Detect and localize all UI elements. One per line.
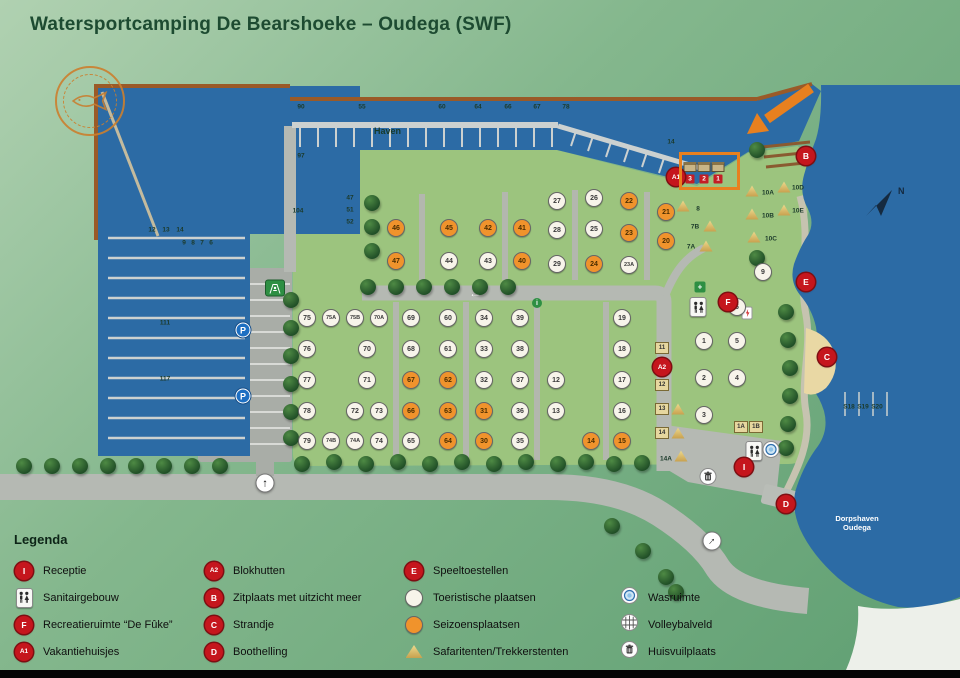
legend-item-label: Boothelling: [233, 645, 288, 658]
legend-item-label: Sanitairgebouw: [43, 591, 119, 604]
legend-icon-cell: F: [14, 615, 34, 634]
badge-A2: A2: [205, 561, 223, 580]
badge-D: D: [205, 642, 223, 661]
legend-item: B Zitplaats met uitzicht meer: [204, 584, 404, 611]
trash-icon: [620, 640, 638, 663]
camp-loop-road: [362, 285, 672, 471]
legend-item: Volleybalveld: [619, 611, 716, 638]
legend-item-label: Toeristische plaatsen: [433, 591, 536, 604]
laundry-icon: [620, 586, 638, 609]
logo-fish-icon: [63, 74, 117, 128]
dorpshaven-line1: Dorpshaven: [835, 514, 879, 523]
legend-item: Wasruimte: [619, 584, 716, 611]
legend-icon-cell: [404, 645, 424, 658]
legend-icon-cell: [619, 640, 639, 663]
legend-icon-cell: E: [404, 561, 424, 580]
legend-item-label: Vakantiehuisjes: [43, 645, 120, 658]
legend-item-label: Zitplaats met uitzicht meer: [233, 591, 362, 604]
badge-A1: A1: [15, 642, 33, 661]
legend-icon-cell: [404, 588, 424, 607]
legend-icon-cell: I: [14, 561, 34, 580]
legend-item: D Boothelling: [204, 638, 404, 665]
north-label: N: [898, 186, 905, 196]
legend-title: Legenda: [14, 532, 68, 547]
legend-icon-cell: [619, 613, 639, 636]
legend-item: F Recreatieruimte “De Fûke”: [14, 611, 204, 638]
volleyball-icon: [620, 613, 638, 636]
bottom-bar: [0, 670, 960, 678]
legend-item: I Receptie: [14, 557, 204, 584]
legend-icon-cell: [14, 587, 34, 608]
badge-C: C: [205, 615, 223, 634]
dock-walkway: [284, 126, 296, 272]
page-title: Watersportcamping De Bearshoeke – Oudega…: [30, 14, 512, 35]
badge-F: F: [15, 615, 33, 634]
legend-item-label: Seizoensplaatsen: [433, 618, 520, 631]
strip-paths: [393, 190, 650, 460]
legend-item: A2 Blokhutten: [204, 557, 404, 584]
highlight-box: [679, 152, 740, 190]
camp-field: [293, 146, 812, 466]
badge-E: E: [405, 561, 423, 580]
legend-item-label: Strandje: [233, 618, 274, 631]
legend-item: E Speeltoestellen: [404, 557, 619, 584]
top-harbor-water: [290, 84, 821, 184]
legend-icon-cell: [619, 586, 639, 609]
north-arrow-icon: N: [862, 186, 905, 220]
dorpshaven-label: Dorpshaven Oudega: [820, 514, 894, 533]
legend-item: Huisvuilplaats: [619, 638, 716, 665]
dorpshaven-line2: Oudega: [843, 523, 871, 533]
legend-item: Toeristische plaatsen: [404, 584, 619, 611]
legend-icon-cell: B: [204, 588, 224, 607]
haven-label: Haven: [374, 126, 402, 136]
legend-item: Sanitairgebouw: [14, 584, 204, 611]
legend-item: Seizoensplaatsen: [404, 611, 619, 638]
right-harbor-water: [792, 85, 960, 608]
sanitary-building-icon: [15, 587, 33, 608]
legend-item-label: Volleybalveld: [648, 618, 713, 631]
legend-item-label: Receptie: [43, 564, 87, 577]
legend-icon-cell: C: [204, 615, 224, 634]
legend-item-label: Recreatieruimte “De Fûke”: [43, 618, 173, 631]
legend-icon-cell: D: [204, 642, 224, 661]
badge-B: B: [205, 588, 223, 607]
seasonal-pitch-icon: [405, 615, 423, 634]
legend-item-label: Safaritenten/Trekkerstenten: [433, 645, 569, 658]
bottom-right-shore: [846, 599, 960, 670]
main-road: [0, 474, 810, 614]
legend-icon-cell: A1: [14, 642, 34, 661]
legend-item: C Strandje: [204, 611, 404, 638]
tent-icon: [405, 645, 423, 658]
legend-item-label: Blokhutten: [233, 564, 285, 577]
legend-item: Safaritenten/Trekkerstenten: [404, 638, 619, 665]
touristic-pitch-icon: [405, 588, 423, 607]
legend-item: A1 Vakantiehuisjes: [14, 638, 204, 665]
legend-icon-cell: A2: [204, 561, 224, 580]
campsite-logo-icon: [55, 66, 125, 136]
legend-item-label: Speeltoestellen: [433, 564, 509, 577]
legend-item-label: Huisvuilplaats: [648, 645, 716, 658]
parking-connector: [256, 460, 274, 476]
legend-item-label: Wasruimte: [648, 591, 701, 604]
highlight-arrow-icon: [737, 82, 822, 149]
badge-I: I: [15, 561, 33, 580]
legend-icon-cell: [404, 615, 424, 634]
